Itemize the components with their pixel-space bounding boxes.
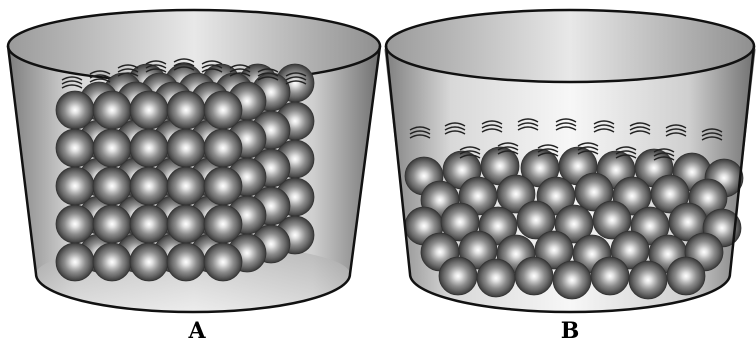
sphere (167, 243, 205, 281)
spheres-a (56, 64, 314, 281)
label-b: B (540, 318, 600, 344)
sphere (204, 205, 242, 243)
sphere (167, 91, 205, 129)
sphere (130, 243, 168, 281)
container-b-rim-inner (386, 10, 754, 82)
sphere (204, 243, 242, 281)
container-a (8, 10, 380, 312)
sphere (56, 167, 94, 205)
sphere (93, 243, 131, 281)
sphere (56, 91, 94, 129)
sphere (667, 257, 705, 295)
sphere (56, 243, 94, 281)
sphere (56, 205, 94, 243)
sphere (591, 257, 629, 295)
sphere (439, 257, 477, 295)
sphere (515, 257, 553, 295)
spheres-b (405, 147, 743, 299)
sphere (130, 167, 168, 205)
sphere (553, 261, 591, 299)
sphere (167, 205, 205, 243)
sphere (93, 91, 131, 129)
label-a: A (167, 318, 227, 344)
container-b (384, 10, 756, 312)
sphere (93, 129, 131, 167)
sphere (167, 129, 205, 167)
sphere (130, 91, 168, 129)
sphere (93, 167, 131, 205)
sphere (130, 205, 168, 243)
sphere (477, 259, 515, 297)
sphere (56, 129, 94, 167)
sphere (167, 167, 205, 205)
sphere (93, 205, 131, 243)
sphere (204, 167, 242, 205)
sphere (204, 129, 242, 167)
sphere (130, 129, 168, 167)
sphere (629, 261, 667, 299)
sphere (204, 91, 242, 129)
